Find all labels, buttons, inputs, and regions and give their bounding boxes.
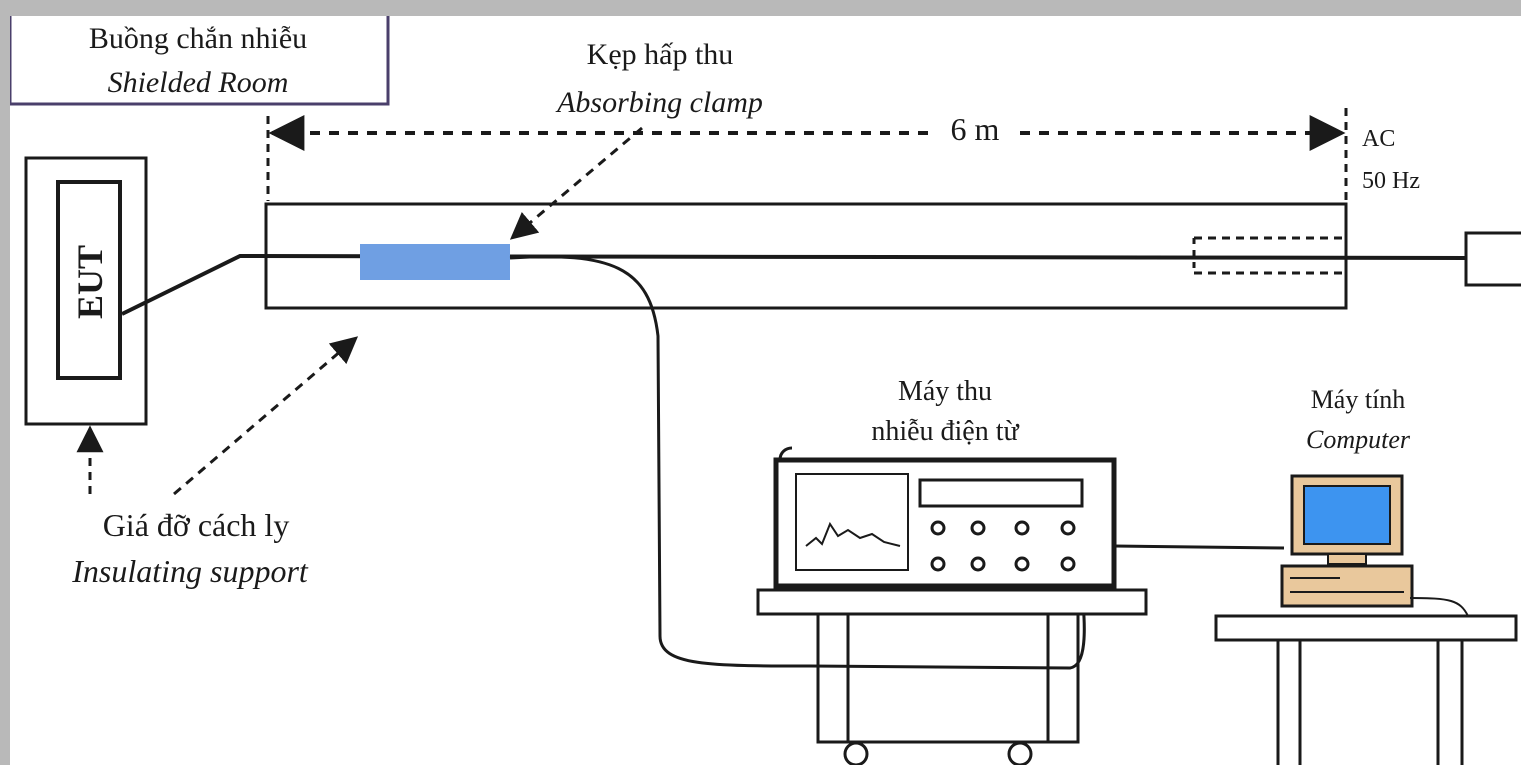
eut-unit: EUT — [24, 156, 148, 426]
receiver-label-vi-1: Máy thu — [898, 376, 992, 407]
monitor-screen — [1303, 485, 1391, 545]
computer — [1280, 474, 1469, 617]
absorbing-clamp — [360, 244, 510, 280]
receiver-display — [918, 478, 1084, 508]
trolley-top — [756, 588, 1148, 616]
computer-table — [1214, 614, 1518, 765]
clamp-pointer-arrow — [509, 126, 643, 240]
spectrum-trace — [805, 521, 901, 547]
absorbing-clamp-label-vi: Kẹp hấp thu — [587, 38, 734, 71]
eut-label: EUT — [70, 245, 110, 319]
trolley-wheel-right — [1007, 741, 1033, 765]
trolley-wheel-left — [843, 741, 869, 765]
receiver-label-vi-2: nhiễu điện từ — [871, 416, 1019, 447]
shielded-room-label-vi: Buồng chắn nhiễu — [89, 22, 307, 55]
hz-label: 50 Hz — [1362, 168, 1420, 194]
shielded-room-label-en: Shielded Room — [108, 66, 289, 99]
eut-outer-box — [24, 156, 148, 426]
absorbing-clamp-label-en: Absorbing clamp — [555, 86, 763, 119]
mains-cable — [121, 253, 1466, 316]
computer-label-vi: Máy tính — [1311, 385, 1406, 414]
insulating-support-label-vi: Giá đỡ cách ly — [103, 507, 290, 543]
distance-label: 6 m — [951, 111, 1000, 147]
receiver-screen — [795, 473, 909, 571]
computer-label-en: Computer — [1306, 425, 1411, 454]
ac-label: AC — [1362, 126, 1395, 152]
monitor-stand — [1327, 553, 1367, 565]
measurement-cable — [509, 255, 1086, 670]
keyboard-cable — [1409, 597, 1469, 617]
eut-inner-box — [56, 180, 122, 380]
receiver-knobs — [930, 520, 1076, 572]
distance-dimension: 6 m — [266, 108, 1348, 201]
insulating-support-label-en: Insulating support — [71, 553, 309, 589]
data-cable — [1113, 544, 1285, 550]
diagram-canvas: Buồng chắn nhiễu Shielded Room Kẹp hấp t… — [10, 16, 1521, 765]
ferrite-dashed-box — [1192, 236, 1344, 275]
shielded-room-label-box: Buồng chắn nhiễu Shielded Room — [10, 16, 390, 106]
power-plug — [1464, 231, 1521, 287]
computer-case — [1280, 564, 1414, 608]
setup-diagram: Buồng chắn nhiễu Shielded Room Kẹp hấp t… — [10, 16, 1521, 765]
receiver-trolley — [756, 588, 1148, 765]
support-arrow-table — [173, 336, 359, 496]
emi-receiver — [773, 446, 1117, 589]
